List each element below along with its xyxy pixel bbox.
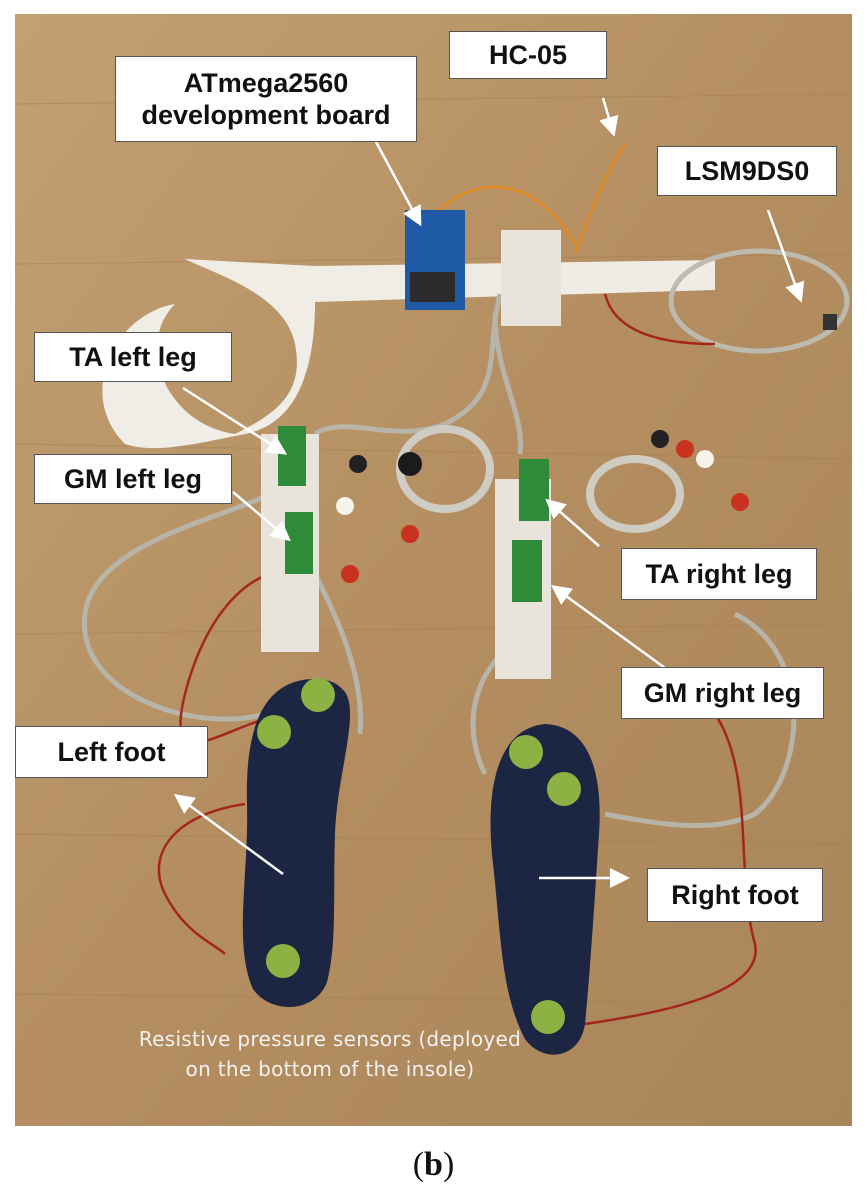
figure-label-open: (	[412, 1146, 425, 1183]
gm-right-label-text: GM right leg	[643, 678, 802, 708]
lsm9ds0-label-text: LSM9DS0	[684, 156, 810, 186]
right-insole	[490, 724, 600, 1055]
pressure-sensor-caption-line2: on the bottom of the insole)	[185, 1057, 475, 1081]
hc05-label-text: HC-05	[488, 40, 568, 70]
gm-left-label-text: GM left leg	[63, 464, 202, 494]
atmega-label: ATmega2560 development board	[115, 56, 417, 142]
ta-left-label: TA left leg	[34, 332, 232, 382]
electrode-coil-right	[586, 455, 684, 533]
figure-label-letter: b	[424, 1146, 443, 1183]
orange-wires	[434, 143, 627, 255]
atmega-label-line2: development board	[141, 100, 391, 130]
pcb-gm-left	[285, 512, 313, 574]
gm-right-label: GM right leg	[621, 667, 824, 719]
left-foot-label: Left foot	[15, 726, 208, 778]
right-foot-label: Right foot	[647, 868, 823, 922]
photo: HC-05 ATmega2560 development board LSM9D…	[15, 14, 852, 1126]
sensor-cable-coil	[668, 248, 850, 354]
pcb-gm-right	[512, 540, 542, 602]
pcb-ta-left	[278, 426, 306, 486]
pressure-sensor-caption-line1: Resistive pressure sensors (deployed	[138, 1027, 522, 1051]
ta-right-label-text: TA right leg	[645, 559, 793, 589]
imu-sensor	[823, 314, 837, 330]
pcb-ta-right	[519, 459, 549, 521]
figure-label: (b)	[0, 1146, 867, 1184]
gm-left-label: GM left leg	[34, 454, 232, 504]
lsm9ds0-label: LSM9DS0	[657, 146, 837, 196]
ta-left-label-text: TA left leg	[69, 342, 197, 372]
dev-board-display	[410, 272, 455, 302]
pressure-sensor-caption: Resistive pressure sensors (deployed on …	[15, 1024, 645, 1084]
hc05-label: HC-05	[449, 31, 607, 79]
pointer-arrows	[173, 97, 805, 888]
left-foot-label-text: Left foot	[57, 737, 166, 767]
small-breadboard	[501, 230, 561, 326]
electrodes	[336, 430, 749, 583]
atmega-label-line1: ATmega2560	[183, 68, 349, 98]
left-insole	[242, 679, 351, 1007]
ta-right-label: TA right leg	[621, 548, 817, 600]
right-foot-label-text: Right foot	[671, 880, 799, 910]
figure-label-close: )	[442, 1146, 455, 1183]
pressure-sensor-dots	[257, 678, 581, 1034]
